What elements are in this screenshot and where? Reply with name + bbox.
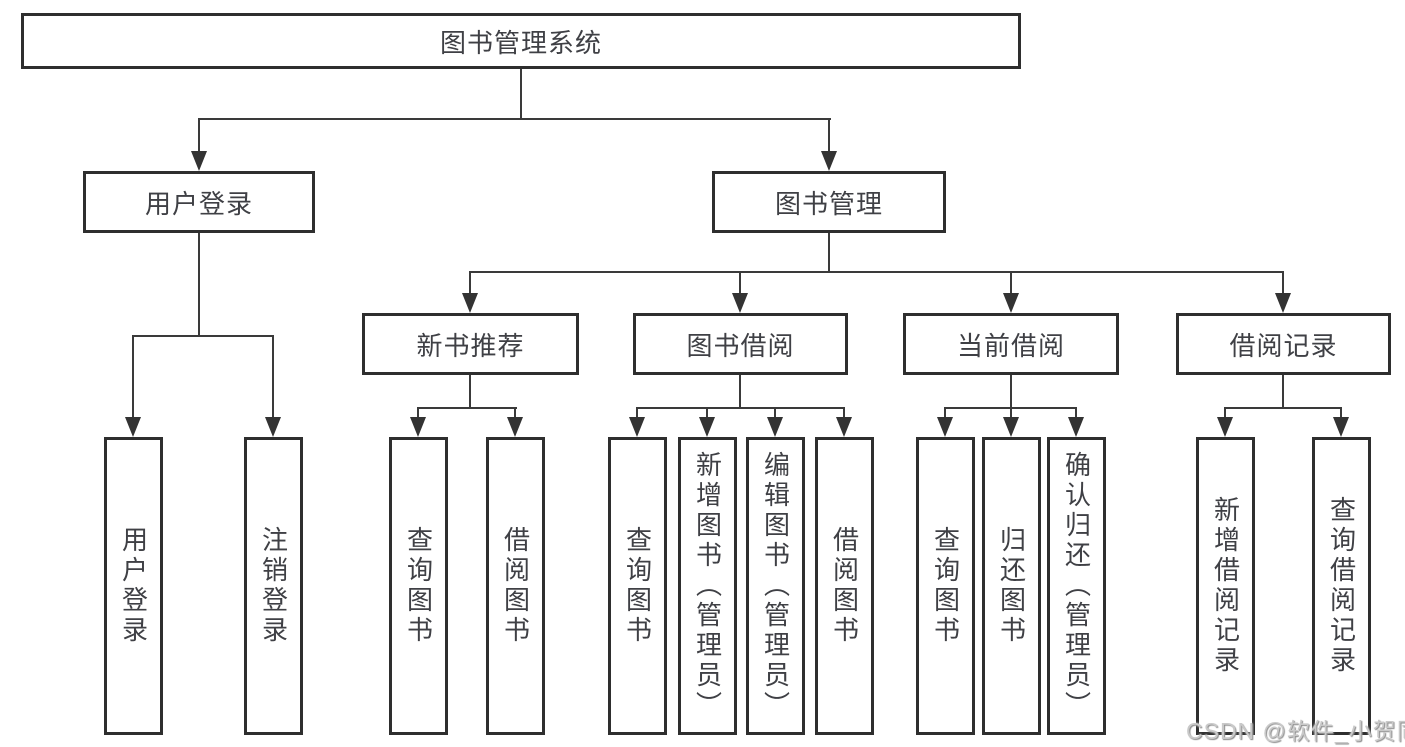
leaf-bb-add-books-admin: 新增图书（管理员） [678,437,737,735]
arrowhead-icon [767,417,783,437]
arrowhead-icon [1275,293,1291,313]
connector-arrow-shaft [198,118,200,153]
node-current-borrowing: 当前借阅 [903,313,1119,375]
leaf-cb-confirm-return-admin: 确认归还（管理员） [1047,437,1106,735]
arrowhead-icon [1333,417,1349,437]
connector-root-stem [520,67,522,120]
arrowhead-icon [265,417,281,437]
connector-current-stem [1010,375,1012,409]
connector-arrow-shaft [843,407,845,419]
arrowhead-icon [462,293,478,313]
node-new-book-recommend: 新书推荐 [362,313,579,375]
connector-arrow-shaft [469,271,471,295]
leaf-user-login: 用户登录 [104,437,163,735]
leaf-logout: 注销登录 [244,437,303,735]
connector-arrow-shaft [774,407,776,419]
node-user-login: 用户登录 [83,171,315,233]
connector-bookmgmt-stem [828,233,830,272]
arrowhead-icon [507,417,523,437]
connector-records-stem [1282,375,1284,409]
connector-arrow-shaft [1340,407,1342,419]
connector-arrow-shaft [272,335,274,419]
connector-arrow-shaft [1224,407,1226,419]
connector-bookmgmt-branch [469,271,1284,273]
connector-arrow-shaft [1075,407,1077,419]
connector-borrow-branch [637,407,845,409]
connector-arrow-shaft [417,407,419,419]
csdn-watermark: CSDN @软件_小贺同学 [1186,718,1405,744]
connector-arrow-shaft [514,407,516,419]
leaf-cb-query-books: 查询图书 [916,437,975,735]
arrowhead-icon [699,417,715,437]
leaf-bb-edit-books-admin: 编辑图书（管理员） [746,437,805,735]
connector-arrow-shaft [636,407,638,419]
node-book-management: 图书管理 [712,171,946,233]
leaf-nb-query-books: 查询图书 [389,437,448,735]
leaf-br-query-record: 查询借阅记录 [1312,437,1371,735]
leaf-cb-return-books: 归还图书 [982,437,1041,735]
arrowhead-icon [821,151,837,171]
connector-arrow-shaft [1010,271,1012,295]
arrowhead-icon [732,293,748,313]
connector-arrow-shaft [944,407,946,419]
arrowhead-icon [1003,293,1019,313]
leaf-br-add-record: 新增借阅记录 [1196,437,1255,735]
arrowhead-icon [1068,417,1084,437]
arrowhead-icon [1217,417,1233,437]
connector-arrow-shaft [1010,407,1012,419]
connector-userlogin-branch [133,335,274,337]
connector-arrow-shaft [1282,271,1284,295]
arrowhead-icon [191,151,207,171]
connector-userlogin-stem [198,233,200,337]
connector-arrow-shaft [706,407,708,419]
arrowhead-icon [629,417,645,437]
connector-arrow-shaft [739,271,741,295]
connector-root-branch [198,118,831,120]
node-library-system: 图书管理系统 [21,13,1021,69]
arrowhead-icon [937,417,953,437]
node-borrow-records: 借阅记录 [1176,313,1391,375]
arrowhead-icon [125,417,141,437]
leaf-bb-borrow-books: 借阅图书 [815,437,874,735]
connector-newbook-stem [469,375,471,409]
node-book-borrowing: 图书借阅 [633,313,848,375]
connector-arrow-shaft [132,335,134,419]
leaf-bb-query-books: 查询图书 [608,437,667,735]
connector-newbook-branch [418,407,517,409]
connector-borrow-stem [739,375,741,409]
leaf-nb-borrow-books: 借阅图书 [486,437,545,735]
connector-arrow-shaft [828,118,830,153]
connector-records-branch [1225,407,1342,409]
arrowhead-icon [410,417,426,437]
arrowhead-icon [1003,417,1019,437]
arrowhead-icon [836,417,852,437]
